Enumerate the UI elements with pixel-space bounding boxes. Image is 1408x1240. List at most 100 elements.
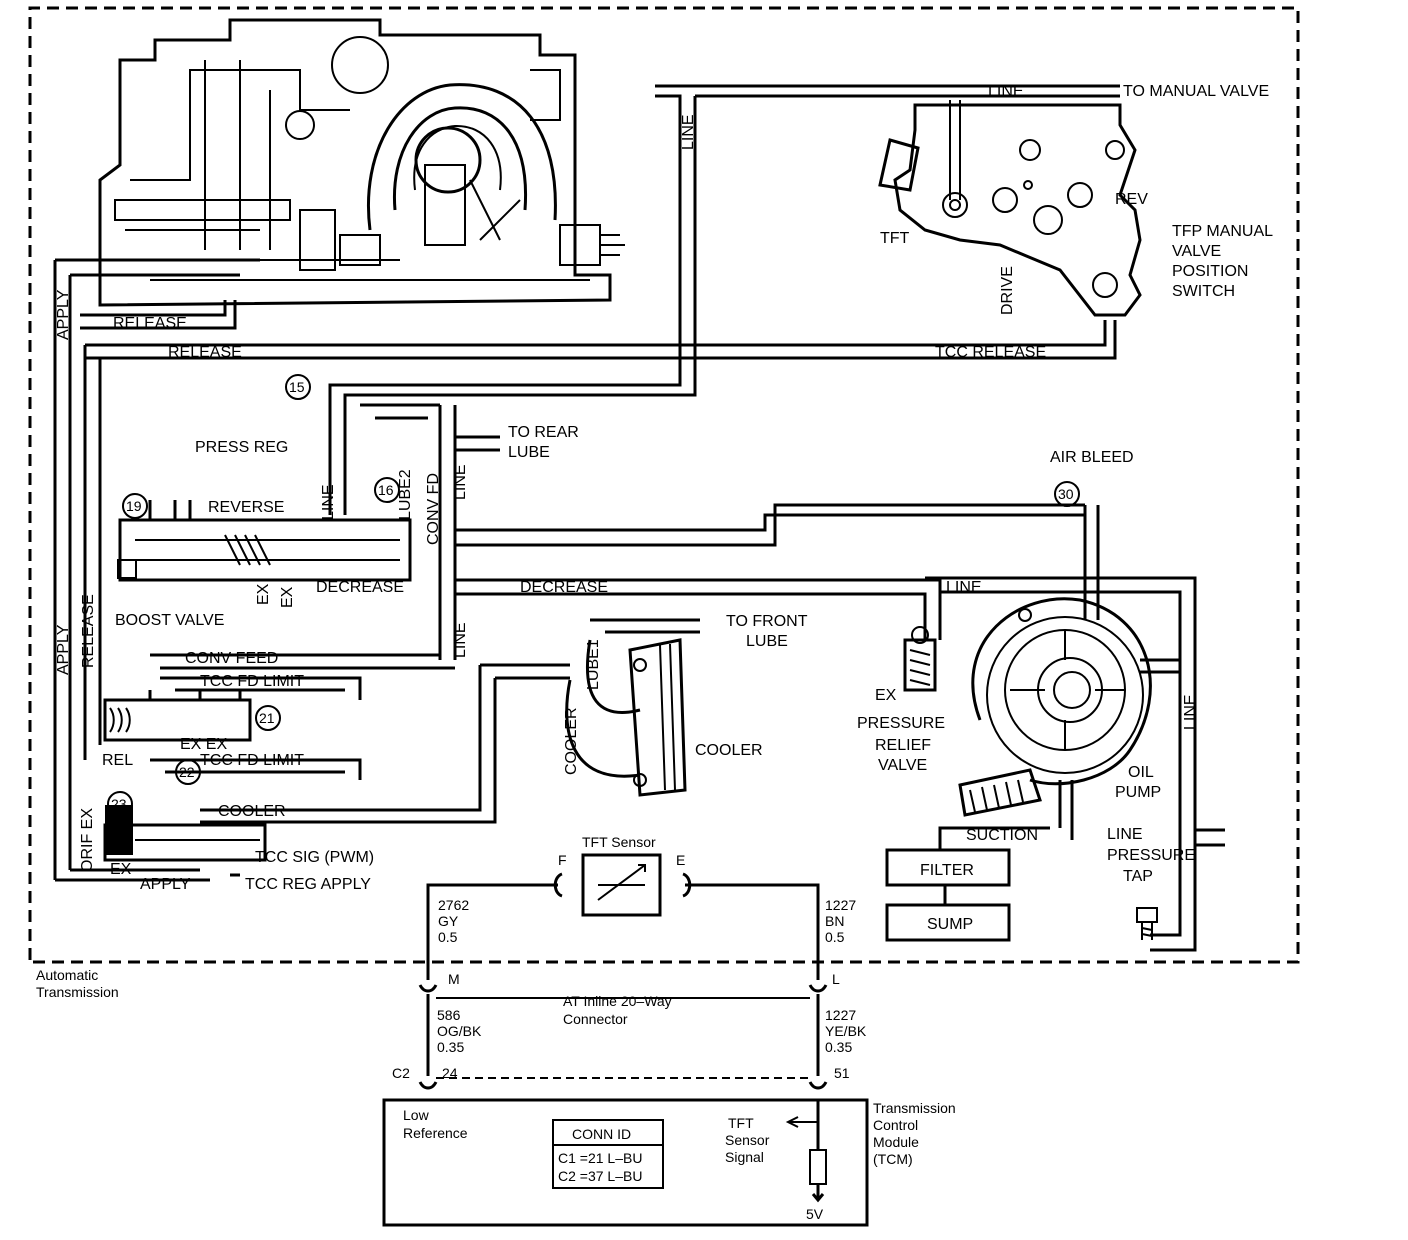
label-ex-bottom: EX <box>110 861 132 878</box>
label-to-front-lube-1: TO FRONT <box>726 613 808 630</box>
label-boost-valve: BOOST VALVE <box>115 612 224 629</box>
label-checkball-19: 19 <box>126 498 142 514</box>
label-release-vertical: RELEASE <box>80 594 97 668</box>
checkball-23 <box>107 791 133 817</box>
label-filter: FILTER <box>920 862 974 879</box>
label-decrease-2: DECREASE <box>520 579 608 596</box>
label-tcc-reg-apply: TCC REG APPLY <box>245 876 371 893</box>
svg-text:BN: BN <box>825 913 844 929</box>
label-apply-bottom: APPLY <box>140 876 191 893</box>
label-cooler-left: COOLER <box>218 803 286 820</box>
label-pin-24: 24 <box>442 1065 458 1081</box>
label-tfp-4: SWITCH <box>1172 283 1235 300</box>
label-checkball-15: 15 <box>289 379 305 395</box>
label-pin-m: M <box>448 971 460 987</box>
label-line-lower: LINE <box>452 622 469 658</box>
svg-text:Module: Module <box>873 1134 919 1150</box>
label-tfp-2: VALVE <box>1172 243 1221 260</box>
tfp-manual-valve-position-switch <box>878 100 1142 317</box>
svg-text:1227: 1227 <box>825 897 856 913</box>
svg-text:Sensor: Sensor <box>725 1132 770 1148</box>
svg-text:Signal: Signal <box>725 1149 764 1165</box>
label-line-press-reg: LINE <box>320 484 337 520</box>
svg-text:Transmission: Transmission <box>36 984 119 1000</box>
label-air-bleed: AIR BLEED <box>1050 449 1134 466</box>
label-5v: 5V <box>806 1206 824 1222</box>
label-lube1: LUBE1 <box>585 639 602 690</box>
svg-text:0.5: 0.5 <box>825 929 845 945</box>
label-to-manual-valve: TO MANUAL VALVE <box>1123 83 1269 100</box>
label-tcc-sig: TCC SIG (PWM) <box>255 849 374 866</box>
label-rel: REL <box>102 752 133 769</box>
label-oil-pump-1: OIL <box>1128 764 1154 781</box>
label-conn-id: CONN ID <box>572 1126 631 1142</box>
tcm-box <box>382 1098 869 1227</box>
label-tfp-3: POSITION <box>1172 263 1248 280</box>
label-ex-ex: EX EX <box>180 736 227 753</box>
svg-text:0.35: 0.35 <box>825 1039 852 1055</box>
label-ex-2: EX <box>279 586 296 608</box>
svg-text:Low: Low <box>403 1107 430 1123</box>
cooler <box>565 638 687 797</box>
hydraulic-labels: LINE TO MANUAL VALVE LINE TFT DRIVE REV … <box>55 83 1273 933</box>
label-sump: SUMP <box>927 916 973 933</box>
label-line-vertical: LINE <box>680 114 697 150</box>
label-tft: TFT <box>880 230 910 247</box>
label-oil-pump-2: PUMP <box>1115 784 1161 801</box>
label-ex-1: EX <box>255 583 272 605</box>
label-tft-sensor: TFT Sensor <box>582 834 656 850</box>
label-conv-feed: CONV FEED <box>185 650 278 667</box>
svg-text:Reference: Reference <box>403 1125 468 1141</box>
label-ex-relief: EX <box>875 687 897 704</box>
oil-pump <box>958 597 1152 817</box>
label-checkball-21: 21 <box>259 710 275 726</box>
checkball-15 <box>285 374 311 400</box>
label-tfp-1: TFP MANUAL <box>1172 223 1273 240</box>
label-to-rear-lube-2: LUBE <box>508 444 550 461</box>
label-pressure-relief-1: PRESSURE <box>857 715 945 732</box>
label-tcc-release: TCC RELEASE <box>935 344 1046 361</box>
label-checkball-16: 16 <box>378 482 394 498</box>
svg-text:(TCM): (TCM) <box>873 1151 913 1167</box>
conn-id-table <box>552 1119 664 1189</box>
label-lpt-2: PRESSURE <box>1107 847 1195 864</box>
svg-text:YE/BK: YE/BK <box>825 1023 867 1039</box>
label-line-right: LINE <box>946 579 982 596</box>
sump-box <box>885 903 1011 942</box>
label-release-upper: RELEASE <box>113 315 187 332</box>
svg-text:TFT: TFT <box>728 1115 754 1131</box>
label-press-reg: PRESS REG <box>195 439 288 456</box>
checkball-16 <box>374 477 400 503</box>
svg-text:586: 586 <box>437 1007 461 1023</box>
hydraulic-passages <box>53 84 1225 952</box>
pressure-relief-valve <box>903 626 937 692</box>
label-pin-e: E <box>676 852 685 868</box>
checkball-21 <box>255 705 281 731</box>
label-cooler-vertical: COOLER <box>563 707 580 775</box>
label-to-rear-lube-1: TO REAR <box>508 424 579 441</box>
svg-text:2762: 2762 <box>438 897 469 913</box>
svg-text:C1 =21 L–BU: C1 =21 L–BU <box>558 1150 642 1166</box>
label-drive: DRIVE <box>999 266 1016 315</box>
checkball-markers <box>107 374 1080 817</box>
label-checkball-23: 23 <box>111 796 127 812</box>
svg-text:0.5: 0.5 <box>438 929 458 945</box>
label-tcc-fd-limit-2: TCC FD LIMIT <box>200 752 304 769</box>
label-line-center: LINE <box>452 464 469 500</box>
label-conv-fd: CONV FD <box>425 473 442 545</box>
svg-text:C2 =37 L–BU: C2 =37 L–BU <box>558 1168 642 1184</box>
label-cooler: COOLER <box>695 742 763 759</box>
svg-text:GY: GY <box>438 913 459 929</box>
line-pressure-tap <box>1136 907 1158 940</box>
label-apply-lower: APPLY <box>55 624 72 675</box>
press-reg-valve <box>117 500 412 582</box>
tcc-control-valve <box>103 690 252 742</box>
label-pin-51: 51 <box>834 1065 850 1081</box>
svg-text:AT Inline 20–Way: AT Inline 20–Way <box>563 993 672 1009</box>
label-pin-l: L <box>832 971 840 987</box>
svg-text:0.35: 0.35 <box>437 1039 464 1055</box>
label-pressure-relief-2: RELIEF <box>875 737 931 754</box>
label-tcc-fd-limit-1: TCC FD LIMIT <box>200 673 304 690</box>
label-decrease-1: DECREASE <box>316 579 404 596</box>
